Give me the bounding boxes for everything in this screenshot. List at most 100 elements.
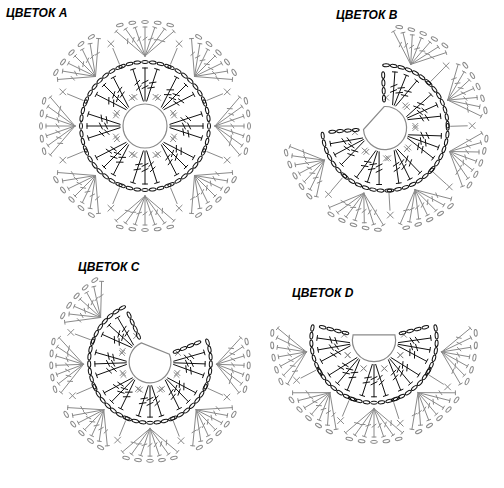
stitch-line	[384, 156, 389, 161]
stitch-line	[175, 370, 180, 375]
stitch-line	[138, 37, 141, 41]
stitch-line	[364, 193, 374, 224]
stitch-line	[362, 148, 367, 153]
chain-stitch	[382, 95, 385, 102]
center-ring	[123, 104, 167, 148]
stitch-line	[356, 209, 361, 211]
stitch-line	[216, 172, 219, 176]
stitch-line	[364, 161, 371, 162]
chain-stitch	[147, 421, 154, 424]
stitch-line	[77, 319, 81, 323]
stitch-line	[450, 152, 463, 187]
chain-stitch	[136, 332, 142, 339]
chain-stitch	[393, 396, 400, 401]
chain-stitch	[416, 177, 423, 183]
chain-stitch	[154, 21, 161, 25]
chain-stitch	[161, 419, 168, 424]
stitch-line	[441, 133, 442, 138]
chain-stitch	[87, 438, 94, 444]
chain-stitch	[411, 385, 418, 392]
stitch-line	[410, 45, 414, 48]
stitch-line	[114, 110, 119, 115]
stitch-line	[479, 105, 481, 109]
stitch-line	[224, 157, 230, 163]
chain-stitch	[205, 338, 210, 345]
stitch-line	[307, 167, 312, 169]
stitch-line	[129, 152, 134, 157]
stitch-line	[379, 152, 380, 185]
stitch-line	[67, 94, 83, 101]
stitch-line	[445, 384, 451, 390]
stitch-line	[150, 211, 153, 215]
chain-stitch	[158, 458, 165, 462]
stitch-line	[349, 377, 356, 379]
stitch-line	[108, 353, 109, 360]
stitch-line	[469, 327, 472, 330]
chain-stitch	[206, 438, 213, 444]
stitch-line	[153, 396, 158, 401]
chain-stitch	[81, 107, 86, 114]
chain-stitch	[390, 64, 397, 68]
stitch-line	[345, 353, 350, 358]
stitch-line	[150, 167, 155, 172]
chain-stitch	[338, 218, 345, 224]
chain-stitch	[208, 368, 212, 375]
chain-stitch	[66, 302, 72, 309]
stitch-line	[374, 409, 393, 436]
chain-stitch	[415, 429, 422, 435]
stitch-line	[217, 347, 243, 365]
chain-stitch	[88, 34, 95, 40]
stitch-line	[396, 182, 401, 184]
chain-stitch	[77, 41, 84, 48]
stitch-line	[420, 115, 424, 121]
stitch-line	[429, 93, 432, 97]
stitch-line	[57, 78, 58, 82]
stitch-line	[116, 196, 145, 221]
stitch-line	[121, 388, 127, 390]
stitch-line	[97, 365, 127, 376]
stitch-line	[408, 116, 441, 119]
stitch-line	[95, 92, 97, 96]
stitch-line	[85, 292, 89, 294]
stitch-line	[111, 367, 116, 372]
stitch-line	[409, 349, 410, 356]
stitch-line	[137, 387, 142, 392]
chain-stitch	[87, 89, 93, 96]
chain-stitch	[110, 407, 117, 413]
stitch-line	[304, 155, 306, 159]
stitch-line	[352, 130, 357, 135]
stitch-line	[174, 363, 205, 364]
stitch-line	[416, 206, 420, 210]
stitch-line	[56, 373, 57, 377]
chain-stitch	[189, 402, 196, 409]
stitch-line	[334, 429, 338, 431]
chain-stitch	[116, 225, 123, 230]
stitch-line	[361, 166, 368, 167]
stitch-line	[113, 48, 120, 64]
stitch-line	[435, 413, 438, 416]
stitch-line	[355, 176, 359, 179]
stitch-line	[467, 139, 472, 141]
stitch-line	[229, 141, 230, 146]
stitch-line	[119, 339, 120, 346]
stitch-line	[56, 364, 84, 365]
stitch-line	[442, 352, 461, 384]
stitch-line	[429, 403, 430, 408]
stitch-line	[145, 31, 174, 56]
stitch-line	[70, 393, 76, 399]
stitch-line	[243, 373, 244, 377]
stitch-line	[193, 410, 197, 446]
chain-stitch	[374, 228, 381, 231]
chain-stitch	[82, 284, 89, 291]
chain-stitch	[96, 168, 103, 175]
stitch-line	[99, 123, 102, 129]
stitch-line	[131, 182, 136, 184]
stitch-line	[175, 370, 180, 375]
stitch-line	[230, 119, 234, 122]
stitch-line	[304, 406, 306, 409]
chain-stitch	[437, 210, 444, 216]
stitch-line	[290, 147, 325, 161]
stitch-line	[192, 430, 196, 433]
chain-stitch	[340, 172, 347, 179]
stitch-line	[406, 156, 408, 162]
